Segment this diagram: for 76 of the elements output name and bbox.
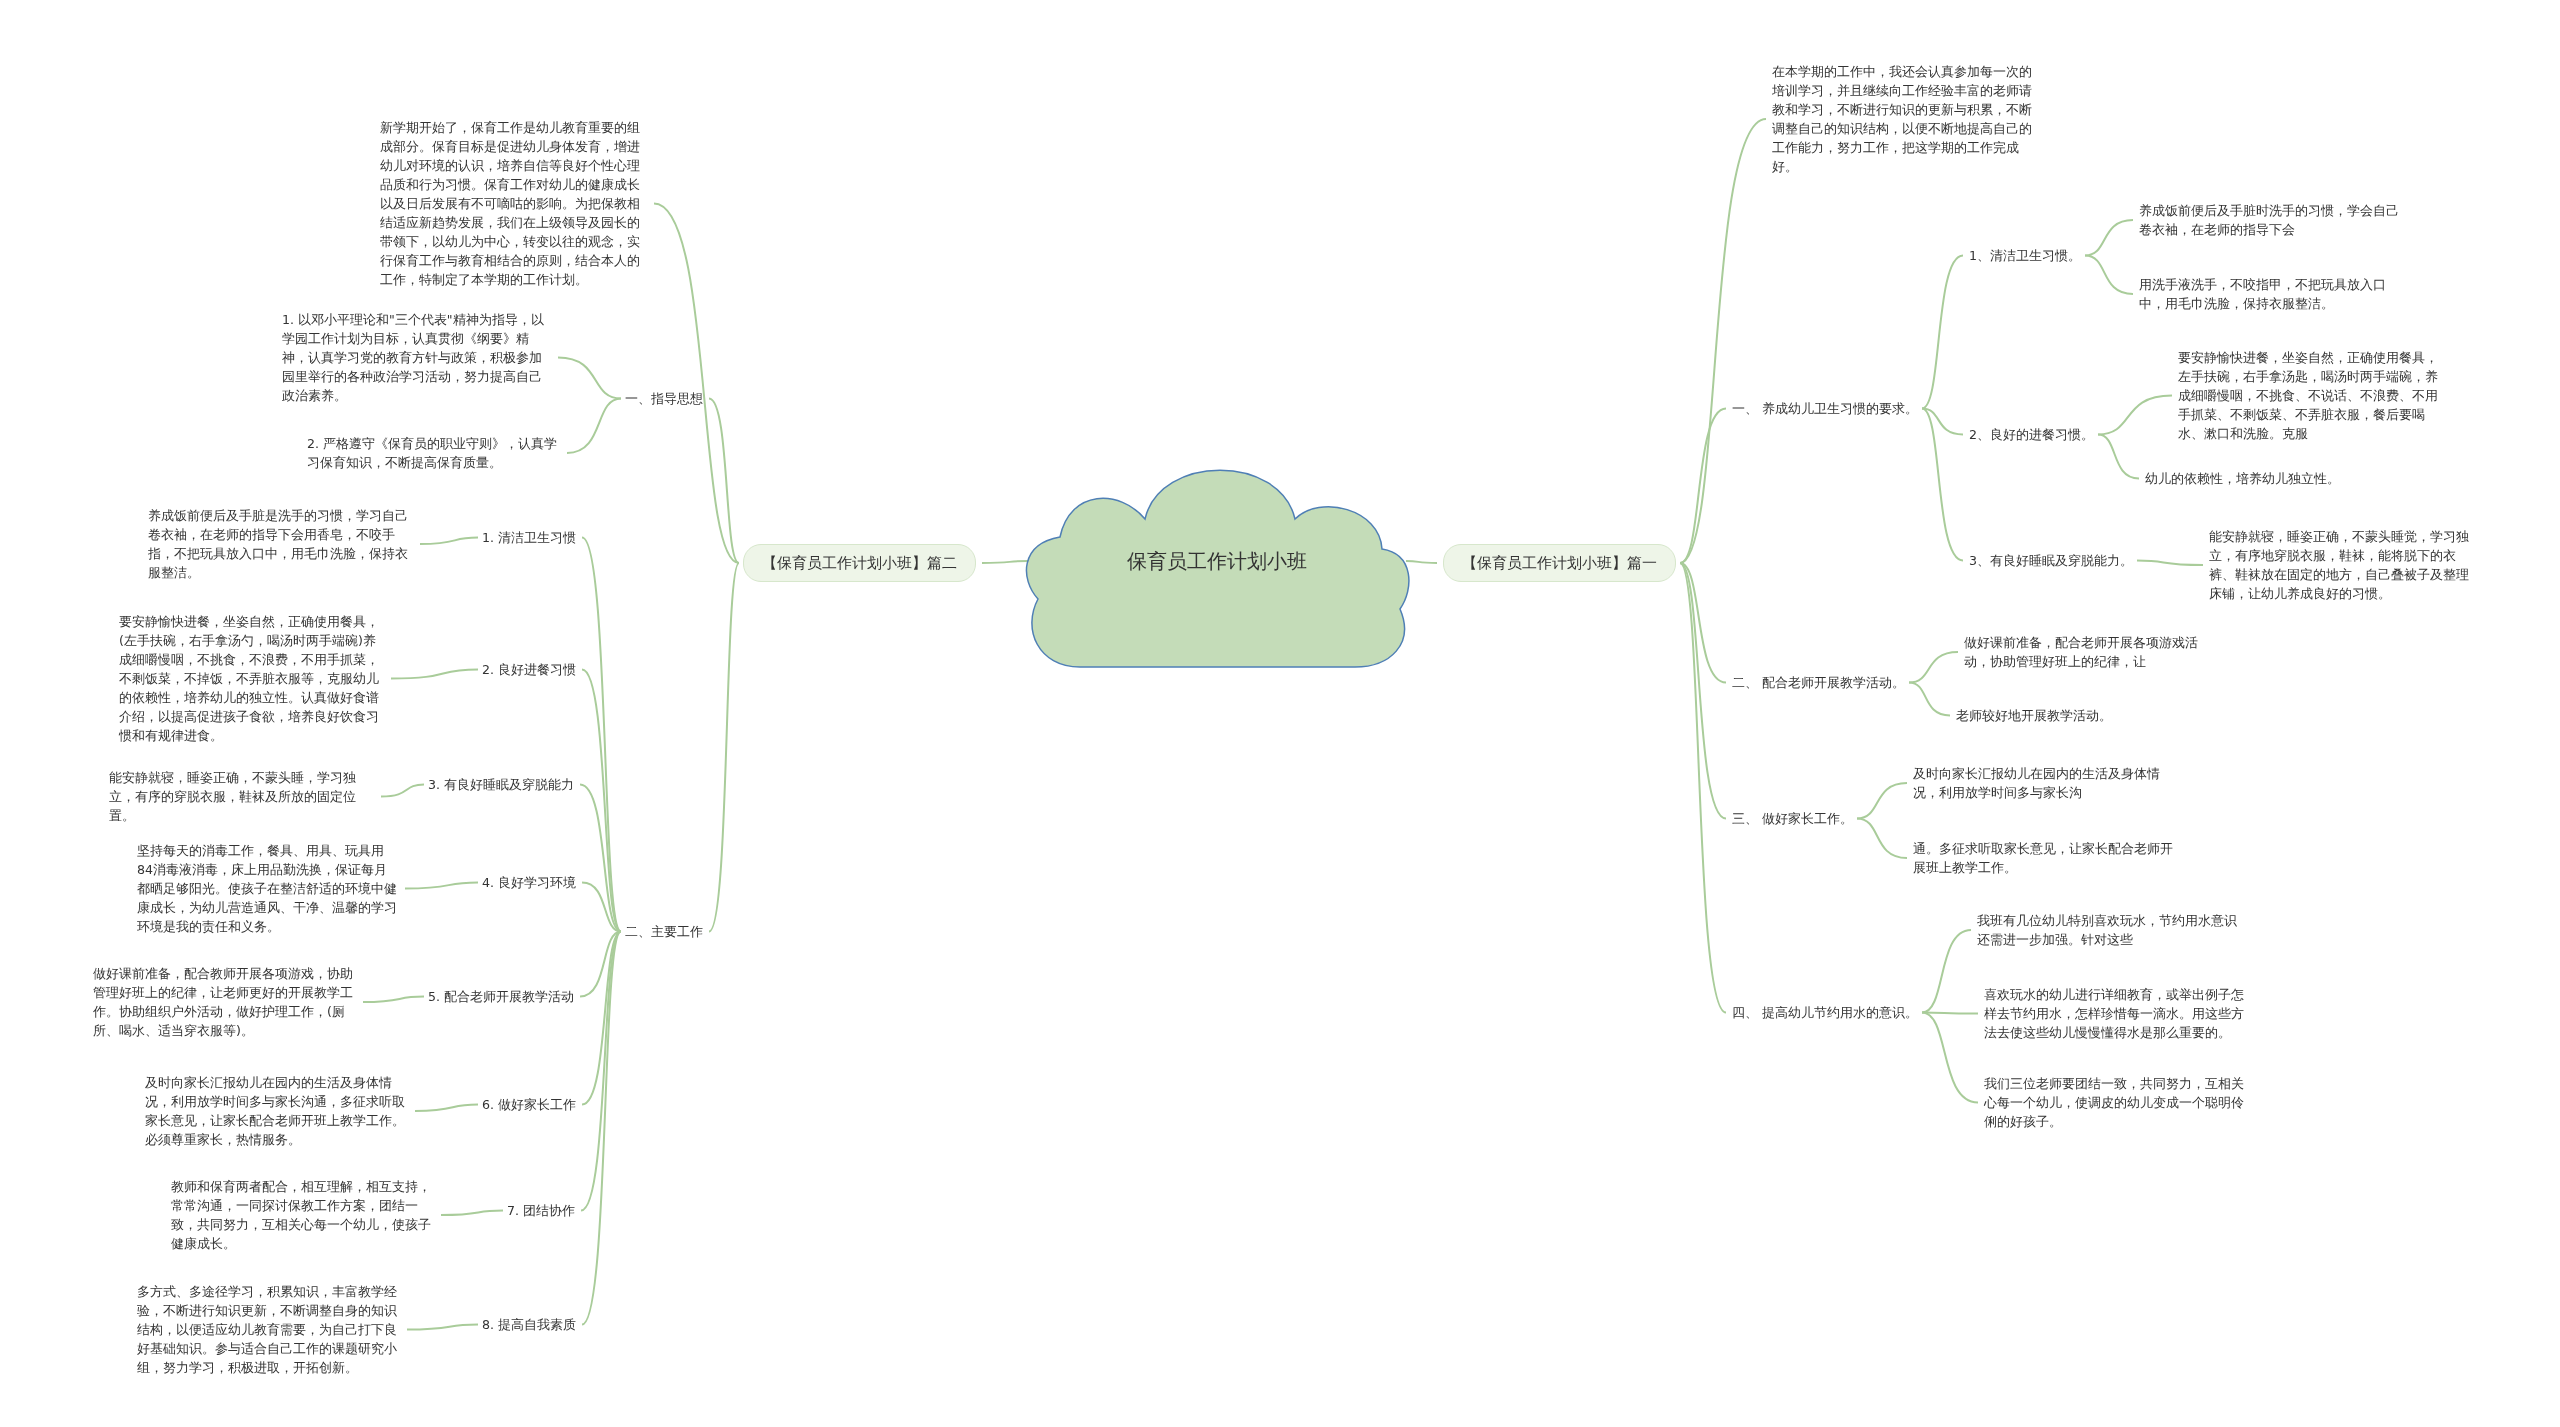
- connector-line: [708, 397, 740, 564]
- connector-line: [2097, 433, 2140, 480]
- connector-line: [1921, 929, 1972, 1014]
- note-text: 做好课前准备，配合老师开展各项游戏活动，协助管理好班上的纪律，让: [1964, 633, 2220, 671]
- connector-line: [390, 668, 479, 680]
- note-text: 我班有几位幼儿特别喜欢玩水，节约用水意识还需进一步加强。针对这些: [1977, 911, 2241, 949]
- connector-line: [708, 562, 740, 933]
- connector-line: [981, 560, 1029, 564]
- note-text: 要安静愉快进餐，坐姿自然，正确使用餐具，(左手扶碗，右手拿汤勺，喝汤时两手端碗)养成细嚼慢咽，不挑食，不浪费，不用手抓菜，不剩饭菜，不掉饭，不弄脏衣服等，克服幼儿的依赖性，培养幼儿的独立性。认真做好食谱介绍，以提高促进孩子食欲，培养良好饮食习惯和有规律进食。: [119, 612, 385, 745]
- branch-label: 3. 有良好睡眠及穿脱能力: [428, 775, 575, 794]
- connector-line: [581, 930, 622, 1326]
- branch-label: 一、 养成幼儿卫生习惯的要求。: [1732, 399, 1918, 418]
- connector-line: [1679, 407, 1727, 564]
- branch-label: 1、清洁卫生习惯。: [1969, 246, 2081, 265]
- branch-label: 四、 提高幼儿节约用水的意识。: [1732, 1003, 1918, 1022]
- branch-label: 4. 良好学习环境: [482, 873, 577, 892]
- connector-line: [1405, 560, 1438, 564]
- note-text: 多方式、多途径学习，积累知识，丰富教学经验，不断进行知识更新，不断调整自身的知识结构，以便适应幼儿教育需要，为自己打下良好基础知识。参与适合自己工作的课题研究小组，努力学习，积极进取，开拓创新。: [137, 1282, 401, 1377]
- branch-label: 3、有良好睡眠及穿脱能力。: [1969, 551, 2133, 570]
- connector-line: [2084, 219, 2134, 257]
- note-text: 通。多征求听取家长意见，让家长配合老师开展班上教学工作。: [1913, 839, 2177, 877]
- note-text: 2. 严格遵守《保育员的职业守则》，认真学习保育知识，不断提高保育质量。: [307, 434, 561, 472]
- connector-line: [404, 881, 479, 890]
- note-text: 养成饭前便后及手脏时洗手的习惯，学会自己卷衣袖，在老师的指导下会: [2139, 201, 2403, 239]
- note-text: 做好课前准备，配合教师开展各项游戏，协助管理好班上的纪律，让老师更好的开展教学工作。协助组织户外活动，做好护理工作，(厕所、喝水、适当穿衣服等)。: [93, 964, 357, 1040]
- connector-line: [1921, 254, 1964, 410]
- note-text: 在本学期的工作中，我还会认真参加每一次的培训学习，并且继续向工作经验丰富的老师请教和学习，不断进行知识的更新与积累，不断调整自己的知识结构，以便不断地提高自己的工作能力，努力工作，把这学期的工作完成好。: [1772, 62, 2038, 176]
- connector-line: [581, 536, 622, 933]
- note-text: 我们三位老师要团结一致，共同努力，互相关心每一个幼儿，使调皮的幼儿变成一个聪明伶俐的好孩子。: [1984, 1074, 2250, 1131]
- connector-line: [414, 1103, 479, 1112]
- connector-line: [1908, 681, 1951, 717]
- connector-line: [2097, 394, 2173, 436]
- note-text: 要安静愉快进餐，坐姿自然，正确使用餐具，左手扶碗，右手拿汤匙，喝汤时两手端碗，养成细嚼慢咽，不挑食、不说话、不浪费、不用手抓菜、不剩饭菜、不弄脏衣服，餐后要喝水、漱口和洗脸。克服: [2178, 348, 2442, 443]
- branch-label: 6. 做好家长工作: [482, 1095, 577, 1114]
- note-text: 能安静就寝，睡姿正确，不蒙头睡，学习独立，有序的穿脱衣服，鞋袜及所放的固定位置。: [109, 768, 375, 825]
- branch-label: 幼儿的依赖性，培养幼儿独立性。: [2145, 469, 2340, 488]
- branch-label: 老师较好地开展教学活动。: [1956, 706, 2112, 725]
- branch-label: 7. 团结协作: [507, 1201, 576, 1220]
- branch-label: 1. 清洁卫生习惯: [482, 528, 577, 547]
- note-text: 能安静就寝，睡姿正确，不蒙头睡觉，学习独立，有序地穿脱衣服，鞋袜，能将脱下的衣裤、鞋袜放在固定的地方，自己叠被子及整理床铺，让幼儿养成良好的习惯。: [2209, 527, 2473, 603]
- note-text: 用洗手液洗手，不咬指甲，不把玩具放入口中，用毛巾洗脸，保持衣服整洁。: [2139, 275, 2403, 313]
- connector-line: [380, 783, 425, 798]
- connector-line: [1679, 562, 1727, 1014]
- branch-label: 5. 配合老师开展教学活动: [428, 987, 575, 1006]
- branch-label: 二、 配合老师开展教学活动。: [1732, 673, 1905, 692]
- note-text: 及时向家长汇报幼儿在园内的生活及身体情况，利用放学时间多与家长沟: [1913, 764, 2177, 802]
- note-text: 及时向家长汇报幼儿在园内的生活及身体情况，利用放学时间多与家长沟通，多征求听取家长意见，让家长配合老师开班上教学工作。必须尊重家长，热情服务。: [145, 1073, 409, 1149]
- branch-label: 2. 良好进餐习惯: [482, 660, 577, 679]
- connector-line: [362, 995, 425, 1003]
- note-text: 养成饭前便后及手脏是洗手的习惯，学习自己卷衣袖，在老师的指导下会用香皂，不咬手指，不把玩具放入口中，用毛巾洗脸，保持衣服整洁。: [148, 506, 414, 582]
- connector-line: [1921, 407, 1964, 562]
- branch-label: 三、 做好家长工作。: [1732, 809, 1853, 828]
- connector-line: [419, 536, 479, 545]
- connector-line: [1856, 782, 1908, 820]
- connector-line: [1679, 562, 1727, 820]
- branch-label: 2、良好的进餐习惯。: [1969, 425, 2094, 444]
- note-text: 新学期开始了，保育工作是幼儿教育重要的组成部分。保育目标是促进幼儿身体发育，增进幼儿对环境的认识，培养自信等良好个性心理品质和行为习惯。保育工作对幼儿的健康成长以及日后发展有不可嘀咕的影响。为把保教相结适应新趋势发展，我们在上级领导及园长的带领下，以幼儿为中心，转变以往的观念，实行保育工作与教育相结合的原则，结合本人的工作，特制定了本学期的工作计划。: [380, 118, 648, 289]
- connector-line: [557, 356, 622, 400]
- note-text: 坚持每天的消毒工作，餐具、用具、玩具用84消毒液消毒，床上用品勤洗换，保证每月都晒足够阳光。使孩子在整洁舒适的环境中健康成长，为幼儿营造通风、干净、温馨的学习环境是我的责任和义务。: [137, 841, 399, 936]
- note-text: 喜欢玩水的幼儿进行详细教育，或举出例子怎样去节约用水，怎样珍惜每一滴水。用这些方法去使这些幼儿慢慢懂得水是那么重要的。: [1984, 985, 2250, 1042]
- connector-line: [1908, 651, 1959, 684]
- connector-line: [566, 397, 622, 454]
- connector-line: [2136, 559, 2204, 566]
- connector-line: [2084, 254, 2134, 295]
- branch-label: 一、指导思想: [625, 389, 703, 408]
- note-text: 1. 以邓小平理论和"三个代表"精神为指导，以学园工作计划为目标，认真贯彻《纲要》精神，认真学习党的教育方针与政策，积极参加园里举行的各种政治学习活动，努力提高自己政治素养。: [282, 310, 552, 405]
- note-text: 教师和保育两者配合，相互理解，相互支持，常常沟通，一同探讨保教工作方案，团结一致，共同努力，互相关心每一个幼儿，使孩子健康成长。: [171, 1177, 435, 1253]
- topic-box: 【保育员工作计划小班】篇一: [1443, 544, 1676, 582]
- connector-line: [580, 930, 622, 1212]
- branch-label: 8. 提高自我素质: [482, 1315, 577, 1334]
- connector-line: [406, 1323, 479, 1331]
- topic-box: 【保育员工作计划小班】篇二: [743, 544, 976, 582]
- connector-line: [1856, 817, 1908, 859]
- connector-line: [1921, 1011, 1979, 1104]
- branch-label: 二、主要工作: [625, 922, 703, 941]
- connector-line: [440, 1209, 504, 1216]
